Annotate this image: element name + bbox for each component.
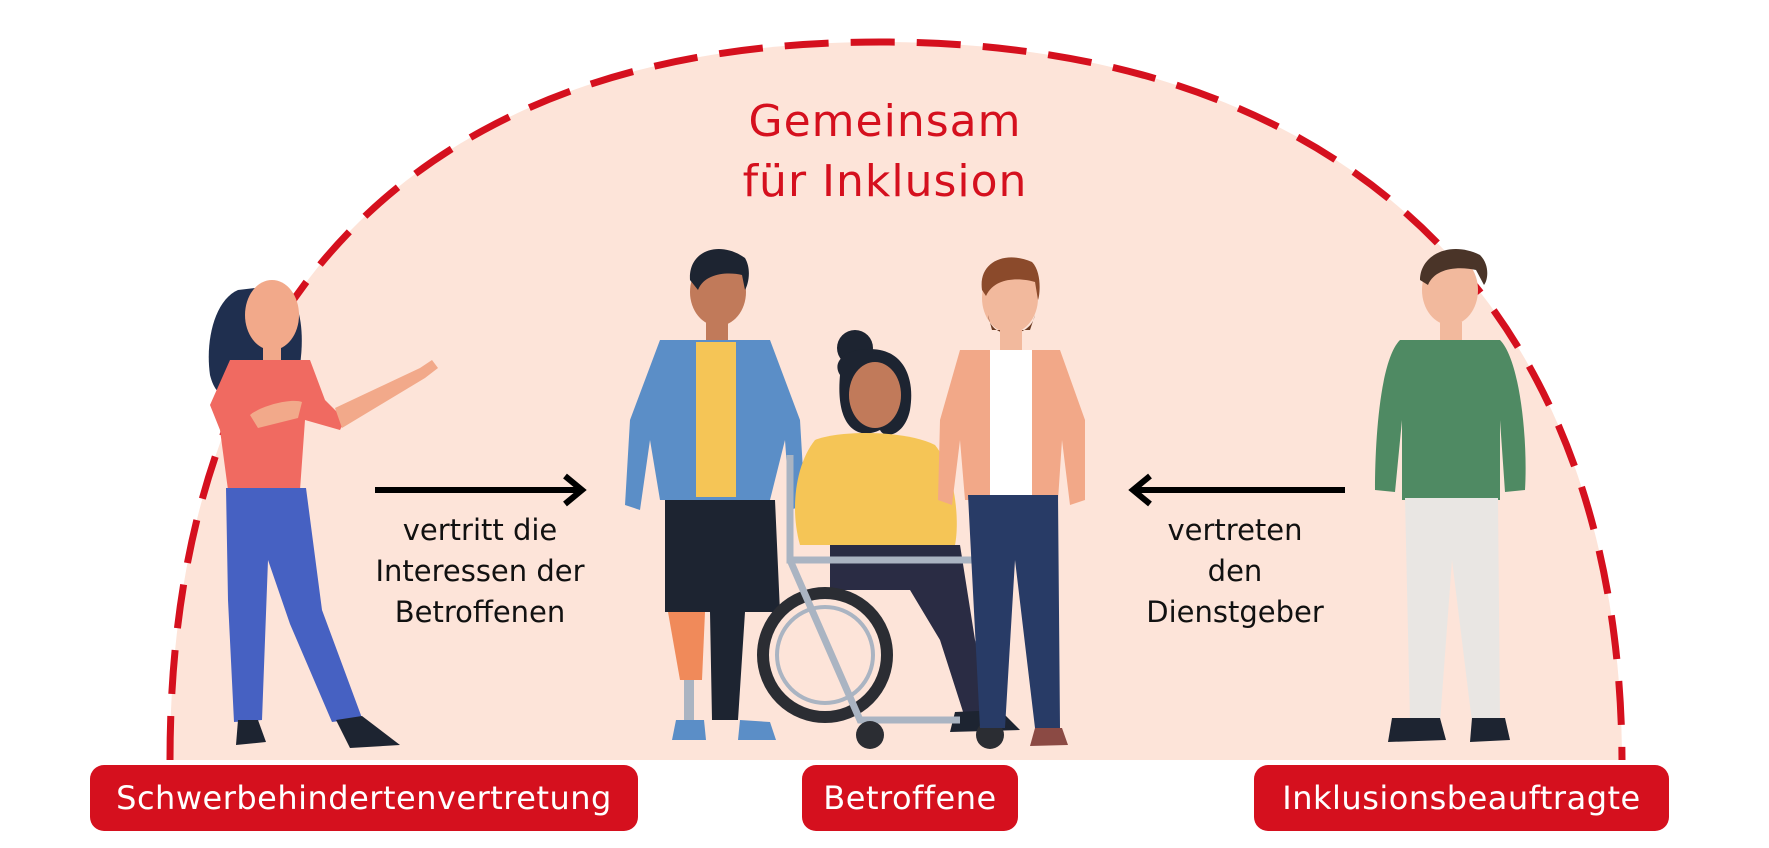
left-caption: vertritt die Interessen der Betroffenen	[350, 510, 610, 633]
title-line-2: für Inklusion	[742, 156, 1028, 207]
left-caption-line: Betroffenen	[394, 595, 566, 629]
label-betroffene: Betroffene	[802, 765, 1018, 831]
bearded-man-icon	[938, 257, 1085, 746]
woman-pointing-icon	[208, 280, 438, 748]
label-schwerbehindertenvertretung: Schwerbehindertenvertretung	[90, 765, 638, 831]
arrow-right-icon	[375, 473, 587, 507]
right-caption-line: vertreten	[1167, 513, 1303, 547]
right-caption-line: den	[1207, 554, 1263, 588]
left-caption-line: Interessen der	[375, 554, 585, 588]
man-prosthetic-leg-icon	[625, 249, 805, 740]
title-line-1: Gemeinsam	[748, 96, 1022, 147]
right-caption: vertreten den Dienstgeber	[1120, 510, 1350, 633]
right-caption-line: Dienstgeber	[1146, 595, 1324, 629]
label-inklusionsbeauftragte: Inklusionsbeauftragte	[1254, 765, 1669, 831]
man-green-sweater-icon	[1375, 249, 1526, 742]
left-caption-line: vertritt die	[402, 513, 558, 547]
arrow-left-icon	[1128, 473, 1345, 507]
